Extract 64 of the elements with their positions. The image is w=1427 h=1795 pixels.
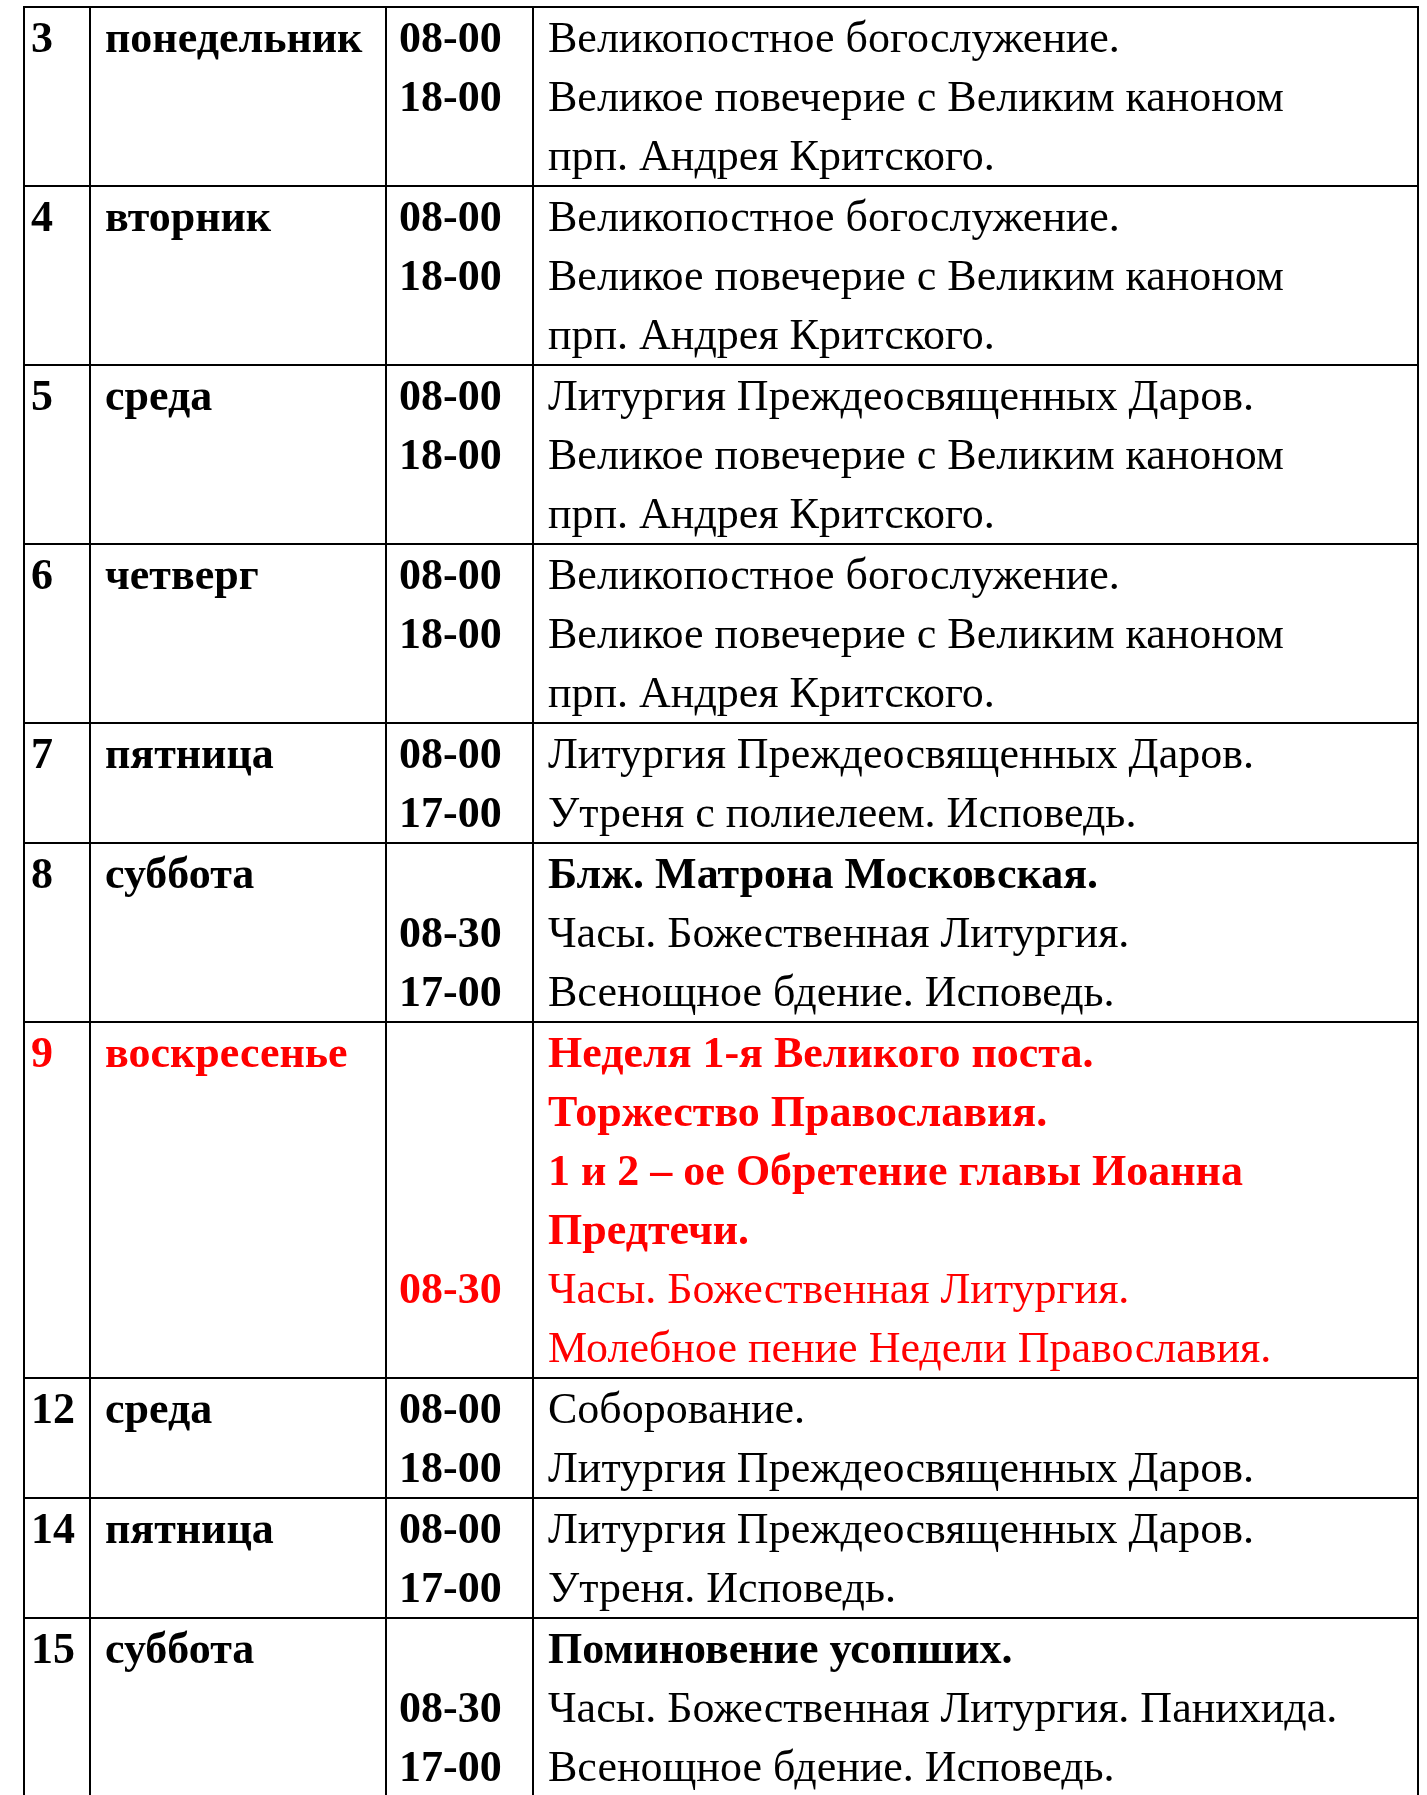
service-time: 08-30	[399, 907, 502, 959]
day-number: 12	[30, 1383, 76, 1435]
service-time: 17-00	[399, 787, 502, 839]
weekday: среда	[104, 370, 214, 422]
service-description: Соборование.	[548, 1383, 807, 1435]
feast-heading: Торжество Православия.	[548, 1086, 1049, 1138]
feast-heading: Неделя 1-я Великого поста.	[548, 1027, 1095, 1079]
day-number: 14	[30, 1503, 76, 1555]
day-number: 8	[30, 848, 54, 900]
weekday: суббота	[104, 1623, 256, 1675]
day-number: 15	[30, 1623, 76, 1675]
service-time: 18-00	[399, 1442, 502, 1494]
service-description: Всенощное бдение. Исповедь.	[548, 1741, 1116, 1793]
weekday: четверг	[104, 549, 260, 601]
weekday: суббота	[104, 848, 256, 900]
service-description: Утреня с полиелеем. Исповедь.	[548, 787, 1138, 839]
service-description: Литургия Преждеосвященных Даров.	[548, 370, 1255, 422]
feast-heading: Поминовение усопших.	[548, 1623, 1014, 1675]
service-description: Литургия Преждеосвященных Даров.	[548, 1503, 1255, 1555]
service-description: Всенощное бдение. Исповедь.	[548, 966, 1116, 1018]
service-time: 18-00	[399, 429, 502, 481]
service-description: Великое повечерие с Великим каноном прп. Андрея Критского.	[548, 429, 1285, 540]
feast-heading: 1 и 2 – ое Обретение главы Иоанна Предтечи.	[548, 1145, 1244, 1256]
weekday: пятница	[104, 728, 275, 780]
service-time: 08-00	[399, 728, 502, 780]
day-number: 7	[30, 728, 54, 780]
service-time: 08-00	[399, 191, 502, 243]
day-number: 5	[30, 370, 54, 422]
service-description: Великое повечерие с Великим каноном прп. Андрея Критского.	[548, 608, 1285, 719]
service-time: 08-00	[399, 1383, 502, 1435]
service-description: Великое повечерие с Великим каноном прп. Андрея Критского.	[548, 250, 1285, 361]
day-number: 9	[30, 1027, 54, 1079]
service-description: Молебное пение Недели Православия.	[548, 1322, 1273, 1374]
service-time: 08-30	[399, 1263, 502, 1315]
service-description: Часы. Божественная Литургия.	[548, 1263, 1131, 1315]
service-time: 18-00	[399, 608, 502, 660]
day-number: 3	[30, 12, 54, 64]
service-description: Часы. Божественная Литургия. Панихида.	[548, 1682, 1339, 1734]
weekday: воскресенье	[104, 1027, 349, 1079]
day-number: 6	[30, 549, 54, 601]
service-time: 18-00	[399, 250, 502, 302]
feast-heading: Блж. Матрона Московская.	[548, 848, 1099, 900]
service-time: 08-00	[399, 1503, 502, 1555]
weekday: пятница	[104, 1503, 275, 1555]
service-time: 08-00	[399, 12, 502, 64]
service-time: 17-00	[399, 1562, 502, 1614]
service-time: 17-00	[399, 1741, 502, 1793]
weekday: понедельник	[104, 12, 364, 64]
weekday: вторник	[104, 191, 273, 243]
service-description: Литургия Преждеосвященных Даров.	[548, 1442, 1255, 1494]
service-description: Великопостное богослужение.	[548, 191, 1121, 243]
service-time: 08-00	[399, 370, 502, 422]
service-description: Часы. Божественная Литургия.	[548, 907, 1131, 959]
service-description: Литургия Преждеосвященных Даров.	[548, 728, 1255, 780]
service-description: Великопостное богослужение.	[548, 12, 1121, 64]
weekday: среда	[104, 1383, 214, 1435]
service-description: Великопостное богослужение.	[548, 549, 1121, 601]
service-description: Утреня. Исповедь.	[548, 1562, 897, 1614]
day-number: 4	[30, 191, 54, 243]
service-description: Великое повечерие с Великим каноном прп. Андрея Критского.	[548, 71, 1285, 182]
service-time: 08-30	[399, 1682, 502, 1734]
service-time: 17-00	[399, 966, 502, 1018]
service-time: 08-00	[399, 549, 502, 601]
service-time: 18-00	[399, 71, 502, 123]
